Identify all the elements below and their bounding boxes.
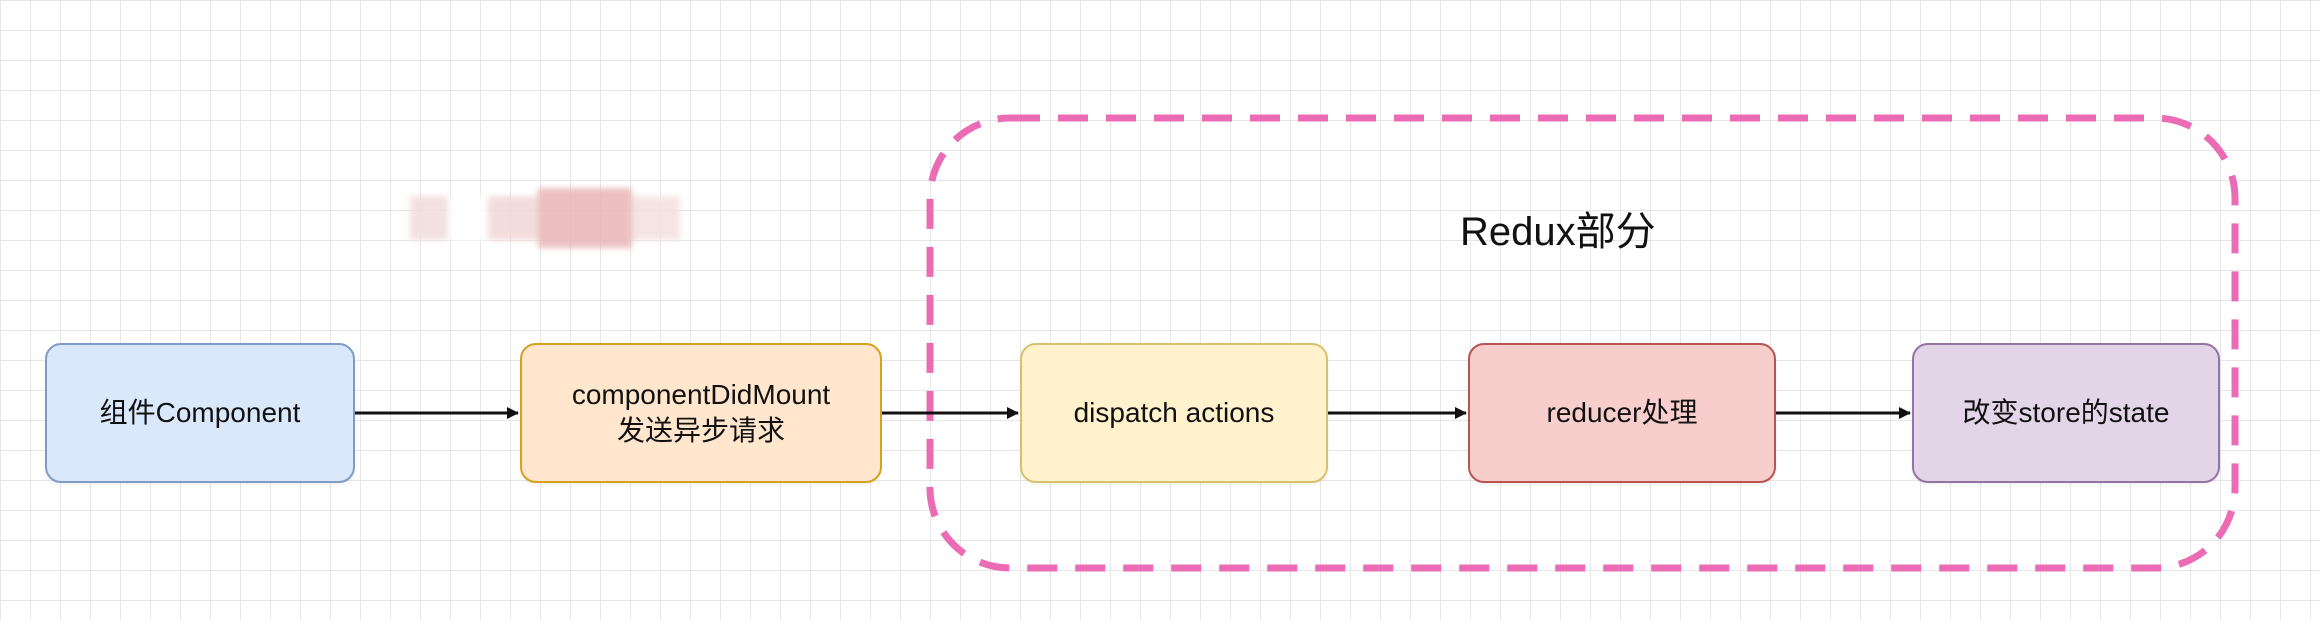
redux-region-title: Redux部分	[1460, 210, 1656, 254]
dispatch-actions-node[interactable]: dispatch actions	[1020, 343, 1328, 483]
component-node[interactable]: 组件Component	[45, 343, 355, 483]
did-mount-node-label: componentDidMount 发送异步请求	[571, 379, 831, 446]
did-mount-node[interactable]: componentDidMount 发送异步请求	[520, 343, 882, 483]
reducer-node[interactable]: reducer处理	[1468, 343, 1776, 483]
redacted-label	[410, 188, 725, 262]
store-state-node[interactable]: 改变store的state	[1912, 343, 2220, 483]
redux-region-border	[926, 114, 2239, 572]
dispatch-actions-node-label: dispatch actions	[1073, 397, 1275, 428]
reducer-node-label: reducer处理	[1546, 397, 1698, 428]
component-node-label: 组件Component	[99, 397, 301, 428]
store-state-node-label: 改变store的state	[1962, 397, 2170, 428]
